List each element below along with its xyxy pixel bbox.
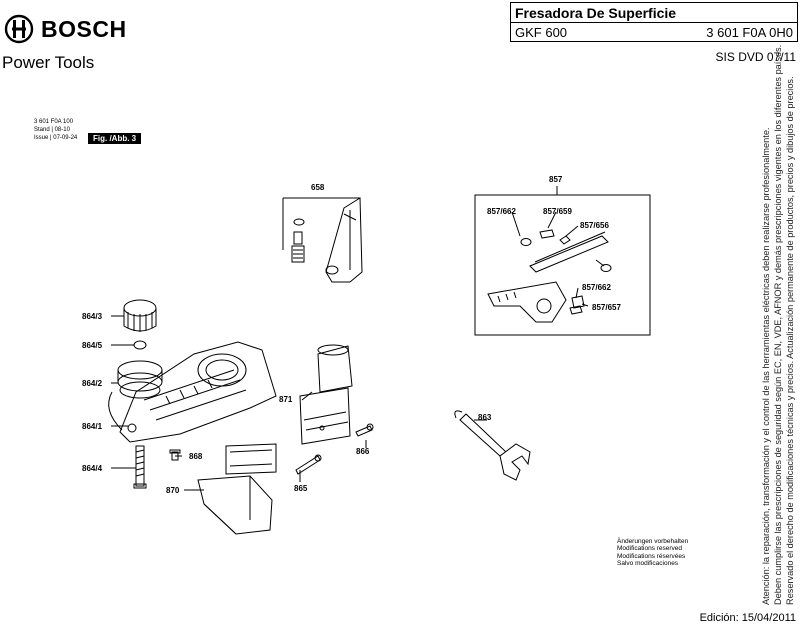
label-658: 658 <box>311 183 325 192</box>
part-864-3-knob <box>123 299 157 332</box>
bosch-armature-icon <box>4 14 34 44</box>
meta-code: 3 601 F0A 100 <box>34 119 74 125</box>
label-864-4: 864/4 <box>82 464 103 473</box>
leader-lines <box>111 211 605 491</box>
part-864-5-washer <box>133 340 147 350</box>
label-864-1: 864/1 <box>82 422 103 431</box>
note-de: Änderungen vorbehalten <box>617 538 689 545</box>
label-864-2: 864/2 <box>82 379 103 388</box>
part-870-guard <box>197 443 277 535</box>
edition-date: Edición: 15/04/2011 <box>699 612 796 624</box>
legal-line-2: Deben cumplirse las prescripciones de se… <box>773 44 783 605</box>
part-857-guide-group <box>474 186 651 336</box>
part-863-wrench <box>454 410 531 481</box>
label-871: 871 <box>279 395 293 404</box>
issue-label: Issue <box>34 135 49 141</box>
label-857-662a: 857/662 <box>487 207 516 216</box>
meta-stand: Stand | 08-10 <box>34 127 70 133</box>
legal-line-1: Atención: la reparación, transformación … <box>761 127 771 606</box>
part-864-1-base <box>108 341 277 443</box>
issue-value: 07-09-24 <box>53 135 78 141</box>
sis-line: SIS DVD 07/11 <box>715 50 796 64</box>
label-864-5: 864/5 <box>82 341 103 350</box>
label-863: 863 <box>478 413 492 422</box>
label-857-659: 857/659 <box>543 207 572 216</box>
stand-value: 08-10 <box>54 127 70 133</box>
model-row: GKF 600 3 601 F0A 0H0 <box>511 23 797 42</box>
note-es: Salvo modificaciones <box>617 560 679 568</box>
label-868: 868 <box>189 452 203 461</box>
exploded-parts-drawing: 658 857 857/662 857/659 857/656 857/662 … <box>82 175 651 535</box>
part-658-bracket <box>282 197 363 283</box>
product-title: Fresadora De Superficie <box>511 3 797 23</box>
note-en: Modifications reserved <box>617 545 683 553</box>
modification-notes: Änderungen vorbehalten Modifications res… <box>617 538 688 568</box>
legal-line-3: Reservado el derecho de modificaciones t… <box>785 76 795 605</box>
label-866: 866 <box>356 447 370 456</box>
part-number: 3 601 F0A 0H0 <box>706 25 793 40</box>
figure-tag: Fig. /Abb. 3 <box>88 133 142 144</box>
label-865: 865 <box>294 484 308 493</box>
label-864-3: 864/3 <box>82 312 103 321</box>
part-864-2-collar <box>117 360 163 399</box>
brand-name: BOSCH <box>41 15 127 42</box>
title-box: Fresadora De Superficie GKF 600 3 601 F0… <box>510 2 798 42</box>
label-857-662b: 857/662 <box>582 283 611 292</box>
drawing-meta: 3 601 F0A 100 Stand | 08-10 Issue | 07-0… <box>34 118 77 142</box>
label-857-657: 857/657 <box>592 303 621 312</box>
label-870: 870 <box>166 486 180 495</box>
part-865-pin <box>295 454 322 475</box>
stand-label: Stand <box>34 127 50 133</box>
part-864-4-bolt <box>133 445 147 489</box>
legal-notice-vertical: Atención: la reparación, transformación … <box>760 44 796 606</box>
meta-issue: Issue | 07-09-24 <box>34 135 78 141</box>
bosch-logo: BOSCH <box>4 14 127 44</box>
subbrand: Power Tools <box>2 53 95 72</box>
note-fr: Modifications réservées <box>617 552 686 560</box>
label-857: 857 <box>549 175 563 184</box>
label-857-656: 857/656 <box>580 221 609 230</box>
part-866-screw <box>355 423 374 437</box>
part-871-dust-adapter <box>299 344 353 445</box>
part-868-screw <box>169 449 181 461</box>
model-name: GKF 600 <box>515 25 568 40</box>
